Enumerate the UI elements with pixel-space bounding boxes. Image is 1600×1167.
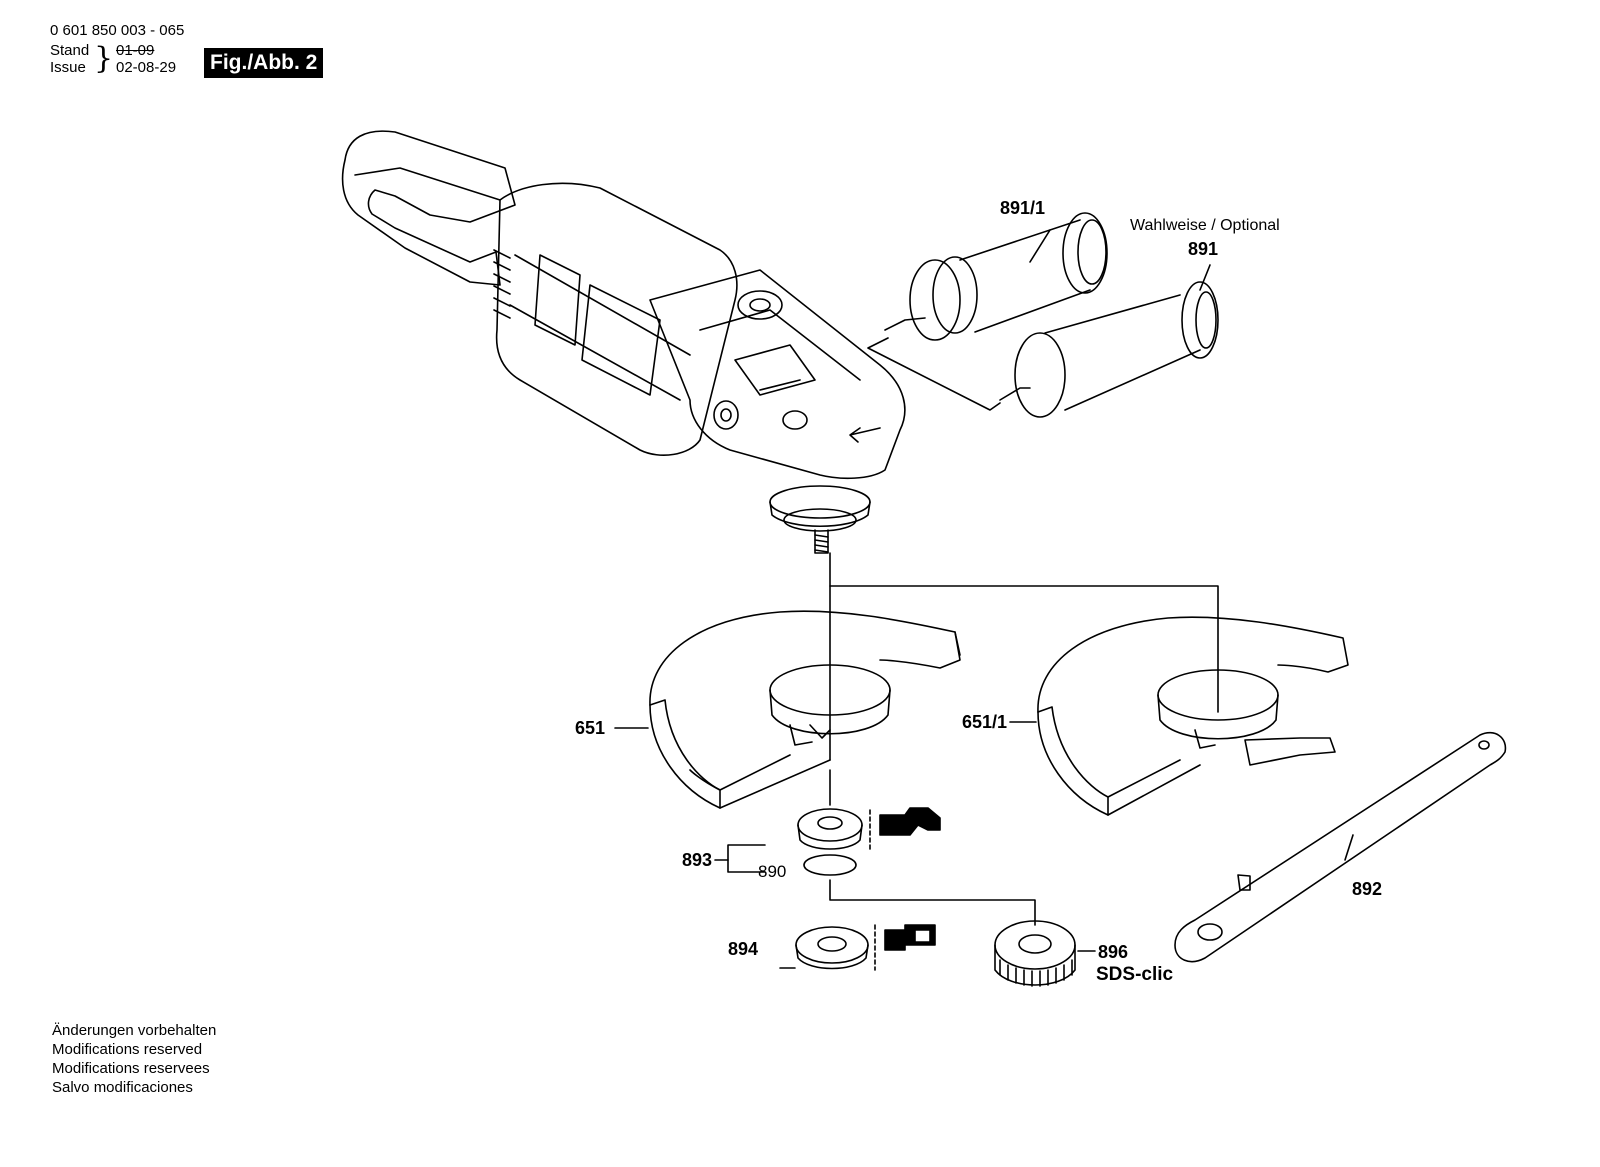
label-sds-clic: SDS-clic bbox=[1096, 964, 1174, 985]
flange-893-illustration bbox=[797, 769, 941, 876]
spanner-892-illustration bbox=[1174, 731, 1507, 963]
footer-notes: Änderungen vorbehalten Modifications res… bbox=[52, 1021, 216, 1097]
footer-line-es: Salvo modificaciones bbox=[52, 1079, 193, 1096]
document-number: 0 601 850 003 - 065 bbox=[50, 22, 185, 39]
document-header: 0 601 850 003 - 065 Stand 01-09 Issue 02-0… bbox=[50, 22, 184, 76]
stand-label: Stand bbox=[50, 41, 90, 59]
nut-894-illustration bbox=[795, 924, 936, 971]
label-optional: Wahlweise / Optional bbox=[1130, 217, 1280, 234]
footer-line-de: Änderungen vorbehalten bbox=[52, 1022, 217, 1039]
side-handle-891-1-illustration bbox=[884, 212, 1108, 341]
issue-label: Issue bbox=[50, 58, 86, 76]
label-651-1: 651/1 bbox=[962, 712, 1007, 732]
footer-line-en: Modifications reserved bbox=[52, 1041, 203, 1058]
bracket-893 bbox=[727, 844, 766, 873]
label-891-1: 891/1 bbox=[1000, 198, 1045, 218]
label-894: 894 bbox=[728, 939, 758, 959]
figure-badge: Fig./Abb. 2 bbox=[204, 48, 324, 78]
side-handle-891-illustration bbox=[999, 281, 1219, 418]
angle-grinder-illustration bbox=[341, 130, 906, 554]
label-891: 891 bbox=[1188, 239, 1218, 259]
footer-line-fr: Modifications reservees bbox=[52, 1060, 210, 1077]
label-893: 893 bbox=[682, 850, 712, 870]
label-892: 892 bbox=[1352, 879, 1382, 899]
label-896: 896 bbox=[1098, 942, 1128, 962]
label-890: 890 bbox=[758, 862, 786, 881]
revision-block: Stand 01-09 Issue 02-08-29 } bbox=[50, 42, 184, 76]
issue-value: 02-08-29 bbox=[116, 58, 177, 76]
quick-nut-896-illustration bbox=[994, 920, 1076, 987]
label-651: 651 bbox=[575, 718, 605, 738]
stand-value: 01-09 bbox=[116, 41, 155, 59]
guard-651-1-illustration bbox=[1037, 616, 1349, 816]
guard-651-illustration bbox=[649, 610, 961, 809]
brace-icon: } bbox=[94, 41, 114, 76]
